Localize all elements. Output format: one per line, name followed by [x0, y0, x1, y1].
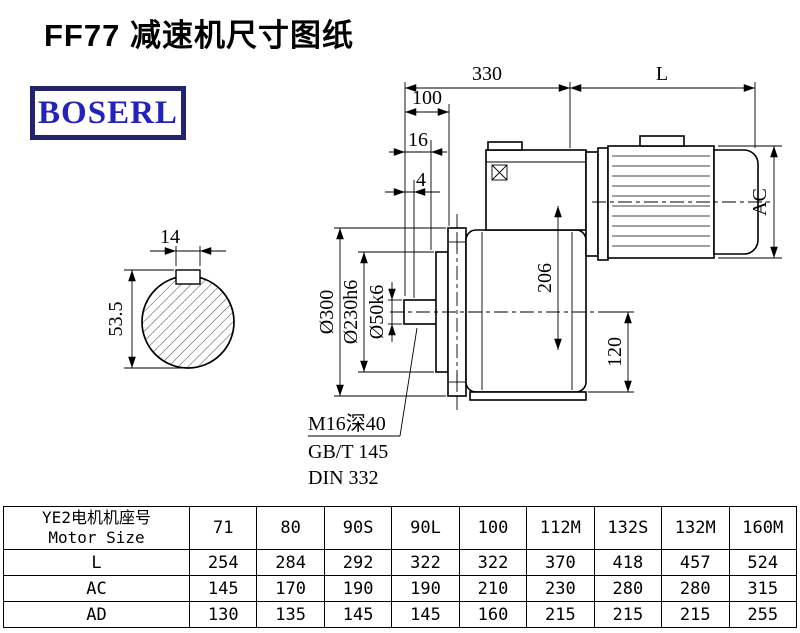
motor-size-col-header: 132S	[593, 506, 663, 550]
dim-d50: Ø50k6	[366, 282, 402, 342]
table-cell: 135	[256, 601, 325, 628]
table-cell: 215	[526, 601, 595, 628]
housing-base	[469, 391, 587, 401]
motor-size-col-header: 90S	[323, 506, 393, 550]
dim-d300-label: Ø300	[316, 290, 338, 334]
motor-flange	[597, 147, 609, 261]
dim-16-label: 16	[408, 129, 428, 151]
dim-AC: AC	[718, 145, 782, 259]
table-cell: 524	[728, 549, 797, 576]
motor-size-header-cell: YE2电机机座号 Motor Size	[3, 506, 190, 550]
table-header-row: YE2电机机座号 Motor Size 71 80 90S 90L 100 11…	[3, 506, 797, 550]
table-cell: 280	[593, 575, 663, 602]
motor-size-header-en: Motor Size	[48, 528, 145, 547]
dim-330-label: 330	[472, 63, 502, 85]
table-cell: 145	[391, 601, 460, 628]
dim-L-label: L	[656, 63, 668, 85]
table-row-AD: AD 130 135 145 145 160 215 215 215 255	[3, 601, 797, 628]
dim-L: L	[570, 63, 756, 148]
motor-adapter	[585, 151, 599, 257]
dim-4-label: 4	[416, 169, 426, 191]
table-cell: 130	[188, 601, 258, 628]
table-cell: 145	[323, 601, 393, 628]
motor-size-col-header: 80	[256, 506, 325, 550]
keyway	[175, 269, 201, 285]
table-cell: 215	[661, 601, 730, 628]
table-cell: 170	[256, 575, 325, 602]
table-cell: 457	[661, 549, 730, 576]
dim-53-5-label: 53.5	[105, 302, 127, 337]
table-cell: 322	[458, 549, 528, 576]
dim-d230: Ø230h6	[340, 251, 434, 373]
page-title: FF77 减速机尺寸图纸	[44, 18, 354, 53]
table-cell: 254	[188, 549, 258, 576]
dim-4: 4	[385, 169, 440, 298]
table-cell: 145	[188, 575, 258, 602]
dim-330: 330	[404, 63, 571, 296]
shaft-section-view	[141, 269, 235, 369]
motor-size-col-header: 100	[458, 506, 528, 550]
dim-206: 206	[534, 206, 562, 350]
table-cell: 418	[593, 549, 663, 576]
table-cell: 315	[728, 575, 797, 602]
thread-note: M16深40 GB/T 145 DIN 332	[308, 327, 418, 489]
motor-size-col-header: 112M	[526, 506, 595, 550]
motor-lifting-lug	[639, 135, 685, 147]
motor-size-col-header: 132M	[661, 506, 730, 550]
note-din-label: DIN 332	[308, 467, 379, 489]
table-cell: 160	[458, 601, 528, 628]
dim-d300: Ø300	[316, 227, 446, 397]
table-cell: 215	[593, 601, 663, 628]
motor-outline	[585, 135, 759, 261]
table-cell: 292	[323, 549, 393, 576]
dimension-table: YE2电机机座号 Motor Size 71 80 90S 90L 100 11…	[3, 506, 797, 628]
table-cell: 284	[256, 549, 325, 576]
table-cell: 190	[323, 575, 393, 602]
boserl-logo: BOSERL	[30, 86, 186, 140]
table-cell: 190	[391, 575, 460, 602]
dim-14: 14	[150, 226, 226, 266]
row-label: L	[3, 549, 190, 576]
dim-d50-label: Ø50k6	[366, 285, 388, 339]
dim-206-label: 206	[534, 263, 556, 293]
gear-housing	[465, 229, 587, 393]
table-cell: 255	[728, 601, 797, 628]
motor-size-col-header: 160M	[728, 506, 797, 550]
table-cell: 280	[661, 575, 730, 602]
table-row-L: L 254 284 292 322 322 370 418 457 524	[3, 549, 797, 576]
dim-120: 120	[588, 311, 634, 393]
table-cell: 230	[526, 575, 595, 602]
table-cell: 210	[458, 575, 528, 602]
motor-size-col-header: 71	[188, 506, 258, 550]
row-label: AC	[3, 575, 190, 602]
table-row-AC: AC 145 170 190 190 210 230 280 280 315	[3, 575, 797, 602]
motor-size-header-cn: YE2电机机座号	[42, 508, 151, 527]
dim-16: 16	[389, 129, 447, 250]
dim-d230-label: Ø230h6	[340, 280, 362, 344]
row-label: AD	[3, 601, 190, 628]
dim-14-label: 14	[160, 226, 180, 248]
dim-100-label: 100	[412, 87, 442, 109]
table-cell: 370	[526, 549, 595, 576]
dim-100: 100	[405, 87, 450, 226]
table-cell: 322	[391, 549, 460, 576]
technical-drawing: 14 53.5	[105, 63, 782, 489]
motor-size-col-header: 90L	[391, 506, 460, 550]
note-m16-label: M16深40	[308, 412, 386, 435]
dim-120-label: 120	[604, 337, 626, 367]
note-gbt-label: GB/T 145	[308, 441, 388, 463]
dim-53-5: 53.5	[105, 269, 186, 369]
dim-AC-label: AC	[749, 188, 771, 216]
boserl-logo-text: BOSERL	[38, 94, 178, 131]
